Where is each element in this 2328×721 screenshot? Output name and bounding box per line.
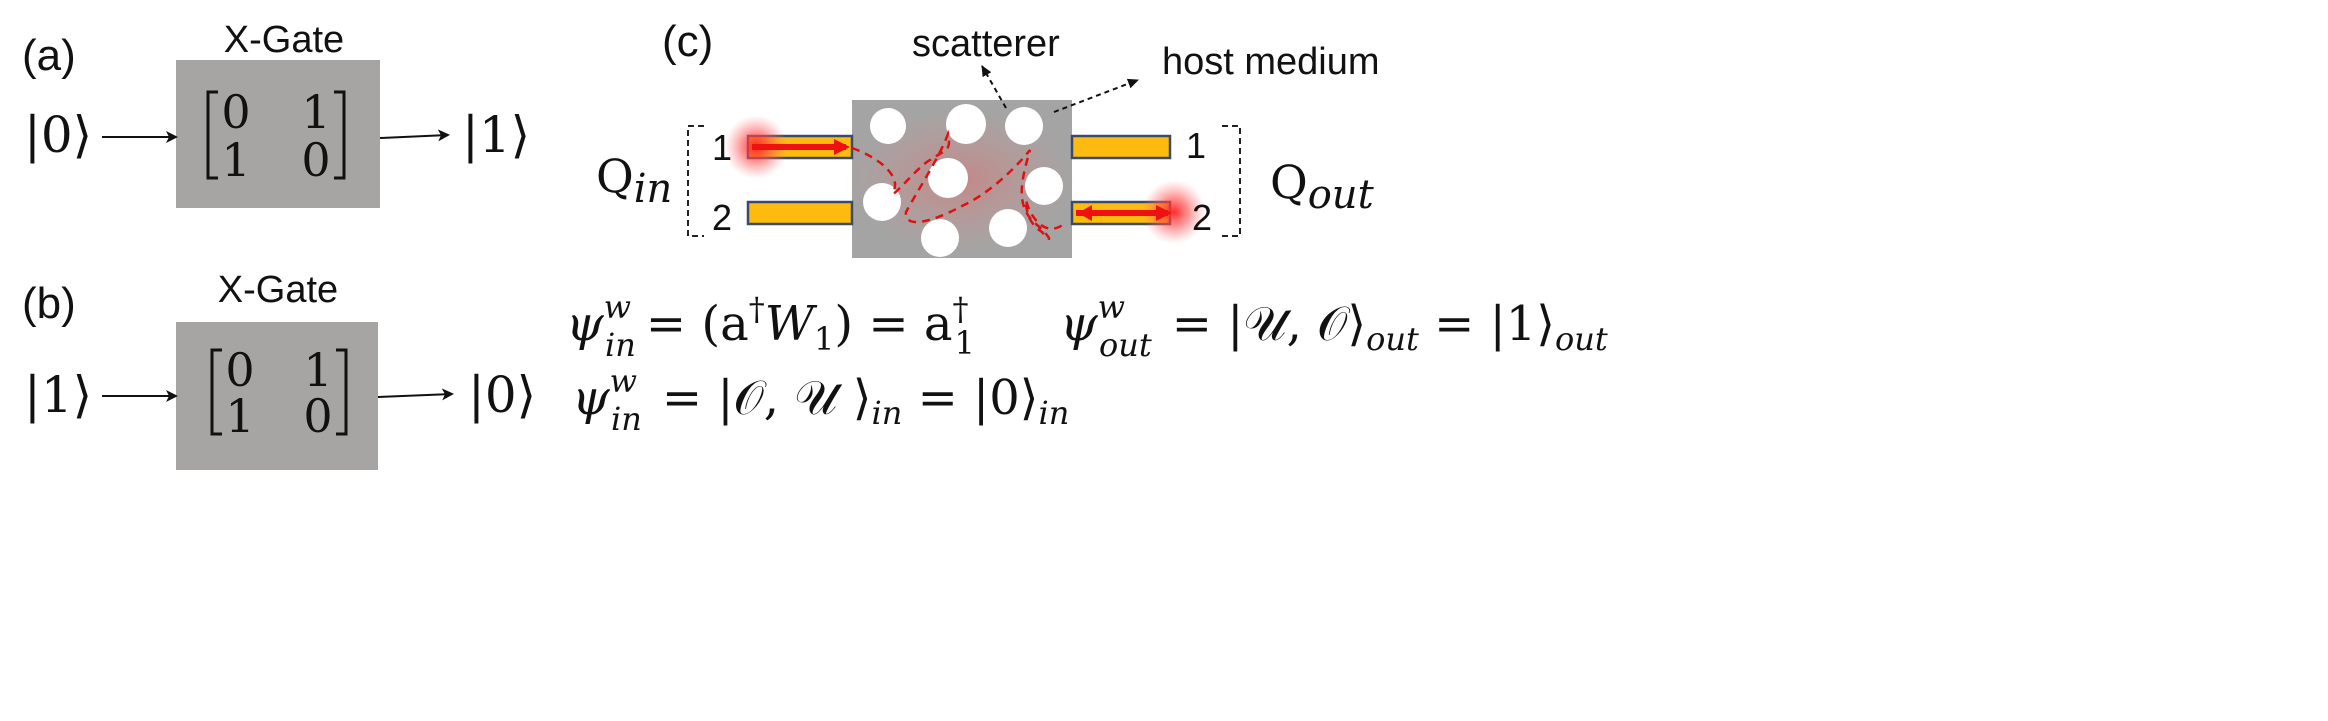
- panel-a-left-bracket: [206, 90, 218, 180]
- panel-a-label: (a): [22, 31, 76, 80]
- port-out-2: 2: [1192, 197, 1212, 238]
- eq3-rhs2-sub: out: [1555, 320, 1608, 358]
- scatterer-5: [1025, 167, 1063, 205]
- eq1-W: W: [765, 296, 818, 352]
- panel-b-m12: 1: [303, 343, 332, 397]
- panel-b-output-arrow: [377, 388, 454, 401]
- scatterer-8: [989, 209, 1027, 247]
- panel-a-output-arrow: [379, 129, 450, 142]
- q-out-base: Q: [1270, 155, 1308, 209]
- q-in-label: Qin: [596, 149, 672, 212]
- eq1-sup: w: [604, 288, 631, 326]
- panel-b-gate-title: X-Gate: [218, 269, 338, 311]
- eq3-rhs: = |𝒰, 𝒪⟩: [1172, 296, 1366, 352]
- eq3-sup: w: [1098, 288, 1125, 326]
- port-in-2: 2: [712, 197, 732, 238]
- panel-b: (b) X-Gate 0 1 1 0 |1⟩ |0⟩: [22, 269, 536, 470]
- eq2-psi: ψ: [572, 370, 611, 426]
- panel-a-output-state: |1⟩: [462, 106, 530, 164]
- panel-a-m11: 0: [221, 85, 250, 139]
- eq1-rhs2: ) = a: [834, 296, 952, 352]
- eq2-rhs2: = |0⟩: [902, 370, 1038, 426]
- q-in-sub: in: [634, 166, 673, 212]
- panel-a-right-bracket: [334, 90, 346, 180]
- eq2-sub: in: [611, 400, 642, 438]
- eq2-rhs2-sub: in: [1038, 394, 1069, 432]
- eq2-rhs-sub: in: [871, 394, 902, 432]
- eq2-sup: w: [610, 362, 637, 400]
- panel-a: (a) X-Gate 0 1 1 0 |0⟩ |1⟩: [22, 19, 530, 208]
- waveguide-out-1: [1070, 134, 1172, 160]
- eq1-rhs1: = (a: [646, 296, 749, 352]
- q-out-bracket: [1222, 125, 1241, 237]
- panel-a-gate-title: X-Gate: [224, 19, 344, 61]
- eq3-sub: out: [1099, 326, 1152, 364]
- panel-b-label: (b): [22, 279, 76, 328]
- scatterer-3: [1005, 107, 1043, 145]
- eq2-rhs: = |𝒪, 𝒰 ⟩: [662, 370, 872, 426]
- panel-a-m22: 0: [301, 133, 330, 187]
- host-medium-pointer-arrow: [1053, 78, 1139, 113]
- eq3-psi: ψ: [1060, 296, 1099, 352]
- panel-b-input-state: |1⟩: [24, 366, 92, 424]
- panel-a-input-state: |0⟩: [24, 106, 92, 164]
- scatterer-4: [928, 158, 968, 198]
- port-in-1: 1: [712, 127, 732, 168]
- eq3-rhs2: = |1⟩: [1419, 296, 1555, 352]
- panel-c: (c) scatterer host medium 1 2 1: [596, 17, 1380, 258]
- panel-b-m22: 0: [303, 389, 332, 443]
- eq1-dagger-2: †: [952, 290, 968, 328]
- host-medium-label: host medium: [1162, 41, 1380, 83]
- scatterer-7: [921, 219, 959, 257]
- q-out-label: Qout: [1270, 155, 1375, 218]
- panel-a-m12: 1: [301, 85, 330, 139]
- q-in-base: Q: [596, 149, 634, 203]
- waveguide-in-2: [746, 200, 854, 226]
- eq1-W-sub: 1: [814, 320, 834, 358]
- scatterer-pointer-arrow: [981, 65, 1007, 109]
- scatterer-1: [870, 108, 906, 144]
- panel-b-m21: 1: [225, 389, 254, 443]
- panel-a-gate-box: [176, 60, 380, 208]
- scatterer-6: [863, 183, 901, 221]
- panel-b-right-bracket: [336, 348, 348, 436]
- scatterer-2: [946, 104, 986, 144]
- q-in-bracket: [687, 125, 704, 237]
- output-arrow-back-head: [1078, 205, 1092, 221]
- eq1-a-sub: 1: [954, 324, 974, 362]
- port-out-1: 1: [1186, 125, 1206, 166]
- panel-b-m11: 0: [225, 343, 254, 397]
- output-light-glow: [1142, 180, 1206, 244]
- random-scattering-path: [851, 129, 1065, 241]
- eq1-dagger: †: [749, 290, 765, 328]
- eq3-rhs-sub: out: [1366, 320, 1419, 358]
- eq1-sub: in: [605, 326, 636, 364]
- panel-c-label: (c): [662, 17, 713, 66]
- panel-a-m21: 1: [221, 133, 250, 187]
- panel-b-gate-box: [176, 322, 378, 470]
- scatterer-label: scatterer: [912, 23, 1060, 65]
- q-out-sub: out: [1308, 172, 1375, 218]
- eq1-psi: ψ: [566, 296, 605, 352]
- panel-b-output-state: |0⟩: [468, 366, 536, 424]
- panel-b-left-bracket: [210, 348, 222, 436]
